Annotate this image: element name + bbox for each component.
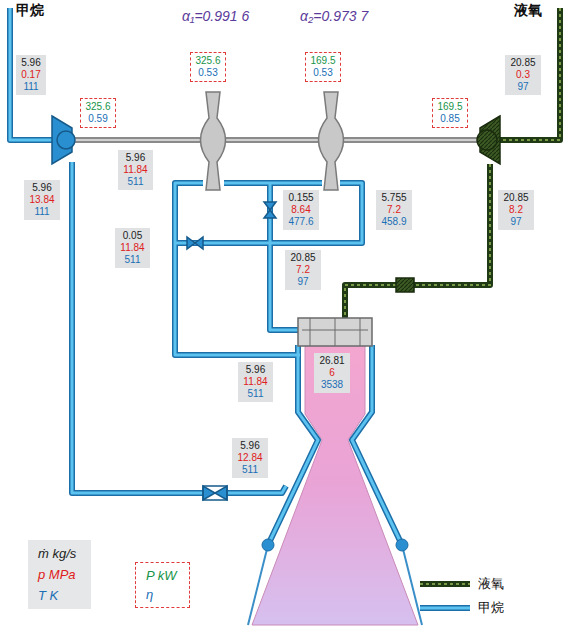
- value-text: 12.84: [236, 452, 264, 464]
- value-text: 8.2: [502, 204, 530, 216]
- legend-text: 甲烷: [478, 599, 504, 617]
- value-text: 511: [122, 176, 149, 188]
- value-text: 7.2: [380, 204, 408, 216]
- value-text: p MPa: [38, 564, 81, 585]
- coefficient-label: α₁=0.991 6: [182, 8, 249, 24]
- power-box: 325.60.59: [80, 98, 116, 128]
- value-text: 20.85: [502, 192, 530, 204]
- line-sample: [418, 602, 472, 614]
- value-text: 8.64: [287, 204, 315, 216]
- value-text: 26.81: [318, 355, 346, 367]
- inlet-label: 液氧: [514, 2, 542, 20]
- value-text: 169.5: [437, 101, 463, 113]
- state-box: 20.857.297: [285, 250, 321, 290]
- value-text: 13.84: [28, 194, 56, 206]
- state-box: 5.9611.84511: [238, 362, 273, 402]
- power-box: P kWη: [135, 562, 190, 608]
- state-box: 20.850.397: [505, 55, 541, 95]
- value-text: 5.96: [122, 152, 149, 164]
- value-text: 7.2: [289, 264, 317, 276]
- value-text: 97: [509, 81, 537, 93]
- power-box: 325.60.53: [190, 52, 226, 82]
- value-text: 0.155: [287, 192, 315, 204]
- power-box: 169.50.85: [432, 98, 468, 128]
- value-text: 20.85: [509, 57, 537, 69]
- value-text: 5.96: [236, 440, 264, 452]
- value-text: 0.05: [119, 230, 146, 242]
- value-text: 5.96: [28, 182, 56, 194]
- value-text: 20.85: [289, 252, 317, 264]
- value-text: ṁ kg/s: [38, 543, 81, 564]
- value-text: 111: [20, 81, 42, 93]
- value-text: P kW: [146, 566, 179, 585]
- value-text: 11.84: [242, 376, 269, 388]
- value-text: 458.9: [380, 216, 408, 228]
- state-box: 5.9612.84511: [232, 438, 268, 478]
- value-text: 97: [289, 276, 317, 288]
- legend-row: 液氧: [418, 572, 504, 596]
- value-text: 511: [119, 254, 146, 266]
- line-legend: 液氧甲烷: [418, 572, 504, 620]
- state-box: 26.8163538: [314, 353, 350, 393]
- legend-text: 液氧: [478, 575, 504, 593]
- value-text: T K: [38, 585, 81, 606]
- state-box: 5.9613.84111: [24, 180, 60, 220]
- state-box: 20.858.297: [498, 190, 534, 230]
- value-text: η: [146, 585, 179, 604]
- value-text: 5.96: [20, 57, 42, 69]
- value-text: 169.5: [310, 55, 336, 67]
- value-text: 511: [242, 388, 269, 400]
- value-text: 0.53: [195, 67, 221, 79]
- coefficient-label: α₂=0.973 7: [300, 8, 368, 24]
- value-text: 0.53: [310, 67, 336, 79]
- legend-box: ṁ kg/sp MPaT K: [28, 540, 91, 609]
- value-text: 0.59: [85, 113, 111, 125]
- value-text: 511: [236, 464, 264, 476]
- value-text: 0.85: [437, 113, 463, 125]
- inlet-label: 甲烷: [16, 2, 44, 20]
- value-text: 325.6: [195, 55, 221, 67]
- value-text: 5.96: [242, 364, 269, 376]
- state-box: 5.9611.84511: [118, 150, 153, 190]
- power-box: 169.50.53: [305, 52, 341, 82]
- state-box: 5.960.17111: [16, 55, 46, 95]
- value-text: 0.17: [20, 69, 42, 81]
- line-sample: [418, 578, 472, 590]
- legend-row: 甲烷: [418, 596, 504, 620]
- state-box: 0.1558.64477.6: [283, 190, 319, 230]
- value-text: 3538: [318, 379, 346, 391]
- state-box: 0.0511.84511: [115, 228, 150, 268]
- value-text: 97: [502, 216, 530, 228]
- value-text: 477.6: [287, 216, 315, 228]
- value-text: 11.84: [119, 242, 146, 254]
- value-text: 11.84: [122, 164, 149, 176]
- value-text: 325.6: [85, 101, 111, 113]
- value-text: 0.3: [509, 69, 537, 81]
- value-text: 111: [28, 206, 56, 218]
- state-box: 5.7557.2458.9: [376, 190, 412, 230]
- value-text: 6: [318, 367, 346, 379]
- value-text: 5.755: [380, 192, 408, 204]
